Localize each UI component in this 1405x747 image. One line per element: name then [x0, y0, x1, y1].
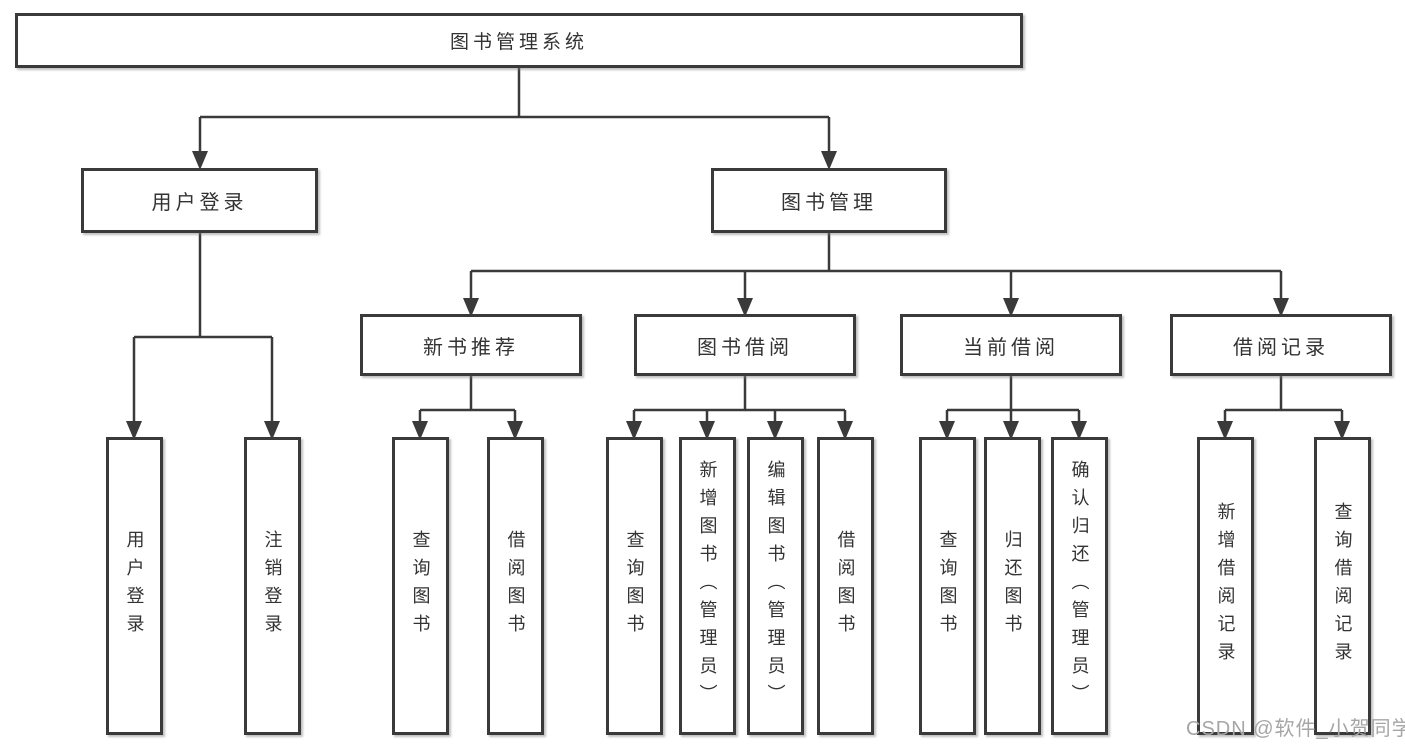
watermark-csdn: CSDN @软件_小贺同学: [1186, 718, 1405, 740]
leaf-return-books: 归还图书: [984, 437, 1041, 735]
leaf-label: 确认归还（管理员）: [1069, 460, 1090, 712]
leaf-label: 注销登录: [262, 530, 283, 642]
node-current-borrowing: 当前借阅: [900, 314, 1122, 376]
leaf-user-login: 用户登录: [106, 437, 163, 735]
leaf-query-books-recommendation: 查询图书: [392, 437, 449, 735]
leaf-query-books-current: 查询图书: [919, 437, 976, 735]
arrowheads: [126, 151, 1350, 440]
node-book-borrowing: 图书借阅: [634, 314, 856, 376]
leaf-label: 借阅图书: [835, 530, 856, 642]
leaf-query-books-borrowing: 查询图书: [606, 437, 663, 735]
leaf-query-borrow-record: 查询借阅记录: [1314, 437, 1371, 735]
leaf-confirm-return-admin: 确认归还（管理员）: [1051, 437, 1108, 735]
leaf-label: 新增借阅记录: [1215, 502, 1236, 670]
node-borrowing-records: 借阅记录: [1170, 314, 1392, 376]
leaf-logout: 注销登录: [244, 437, 301, 735]
leaf-label: 查询图书: [410, 530, 431, 642]
leaf-edit-books-admin: 编辑图书（管理员）: [747, 437, 804, 735]
leaf-add-borrow-record: 新增借阅记录: [1197, 437, 1254, 735]
leaf-label: 查询图书: [624, 530, 645, 642]
leaf-borrow-books-borrowing: 借阅图书: [817, 437, 874, 735]
leaf-label: 查询图书: [937, 530, 958, 642]
leaf-label: 查询借阅记录: [1332, 502, 1353, 670]
leaf-label: 借阅图书: [505, 530, 526, 642]
leaf-label: 归还图书: [1002, 530, 1023, 642]
leaf-label: 新增图书（管理员）: [697, 460, 718, 712]
leaf-label: 用户登录: [124, 530, 145, 642]
node-new-book-recommendation: 新书推荐: [360, 314, 582, 376]
leaf-label: 编辑图书（管理员）: [765, 460, 786, 712]
node-user-login: 用户登录: [81, 168, 318, 233]
node-library-management-system: 图书管理系统: [15, 13, 1023, 68]
leaf-borrow-books-recommendation: 借阅图书: [487, 437, 544, 735]
leaf-add-books-admin: 新增图书（管理员）: [679, 437, 736, 735]
node-book-management: 图书管理: [711, 168, 947, 233]
